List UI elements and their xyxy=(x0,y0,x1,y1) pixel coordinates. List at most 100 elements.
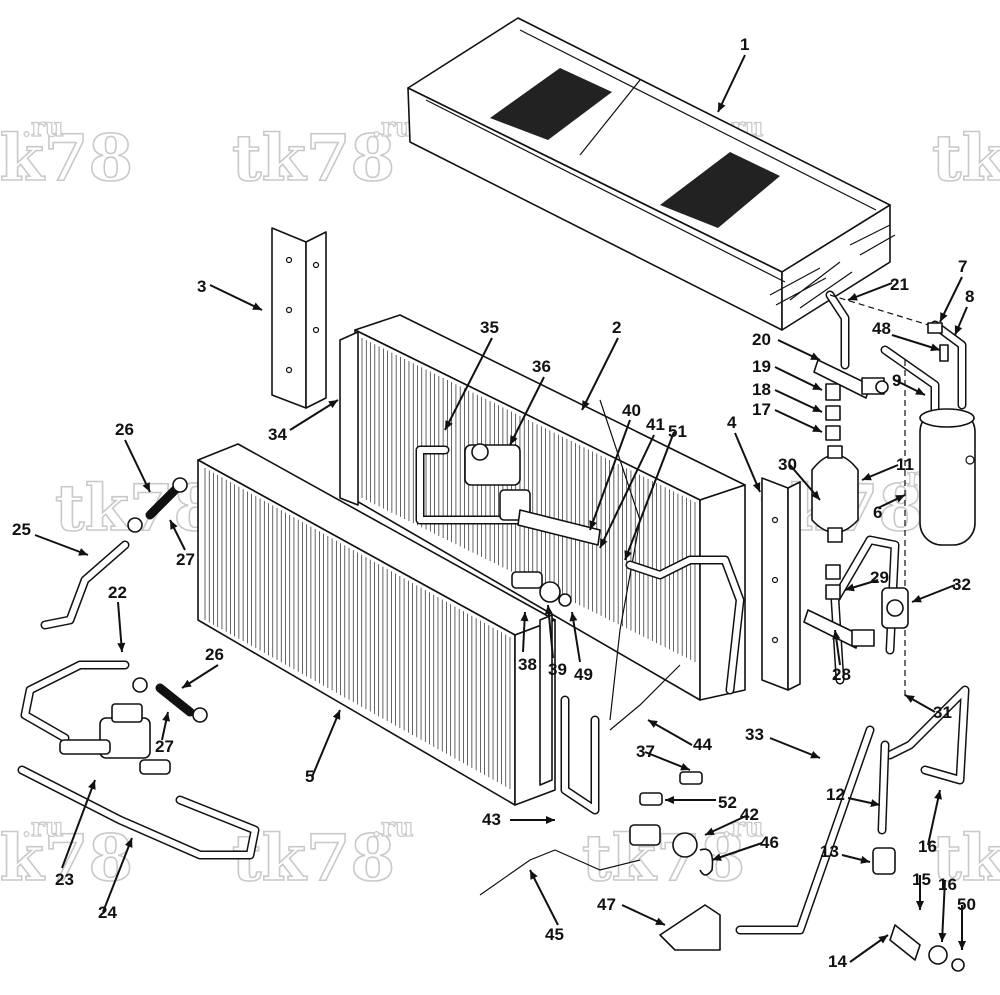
leader-arrowhead xyxy=(88,780,96,790)
part-46-clip xyxy=(699,848,714,876)
grill-left xyxy=(490,68,612,140)
part-17-fitting xyxy=(825,425,841,441)
leader-arrowhead xyxy=(170,520,178,530)
leader-arrowhead xyxy=(812,382,822,390)
leader-arrowhead xyxy=(655,917,665,925)
callout-41: 41 xyxy=(646,415,665,434)
leader-arrowhead xyxy=(445,420,453,430)
callout-47: 47 xyxy=(597,895,616,914)
callout-45: 45 xyxy=(545,925,564,944)
callout-27-upper: 27 xyxy=(176,550,195,569)
leader-arrowhead xyxy=(811,490,820,500)
part-15-elbow xyxy=(889,924,921,961)
leader-arrowhead xyxy=(905,695,915,703)
leader-arrowhead xyxy=(252,302,262,310)
leader-arrowhead xyxy=(665,796,674,804)
watermark-brand: tk78 xyxy=(932,821,1000,896)
leader-arrowhead xyxy=(582,400,590,410)
part-18-fitting xyxy=(825,405,841,421)
callout-48: 48 xyxy=(872,319,891,338)
part-49-oring xyxy=(558,593,572,607)
leader-arrowhead xyxy=(912,594,922,603)
part-32-sight-glass xyxy=(881,587,909,629)
callout-1: 1 xyxy=(740,35,749,54)
leader-arrowhead xyxy=(752,482,761,492)
leader-arrowhead xyxy=(895,495,905,503)
watermark-brand: tk78 xyxy=(232,821,395,896)
leader-line xyxy=(734,432,761,493)
callout-22: 22 xyxy=(108,583,127,602)
part-27-clamp xyxy=(127,517,143,533)
callout-36: 36 xyxy=(532,357,551,376)
callout-2: 2 xyxy=(612,318,621,337)
leader-line xyxy=(529,869,559,926)
leader-arrowhead xyxy=(938,932,947,942)
callout-50: 50 xyxy=(957,895,976,914)
part-38-fitting xyxy=(511,571,543,589)
callout-9: 9 xyxy=(892,371,901,390)
leader-arrowhead xyxy=(848,293,858,301)
callout-6: 6 xyxy=(873,503,882,522)
leader-arrowhead xyxy=(718,102,726,112)
callout-4: 4 xyxy=(727,413,737,432)
part-48-valve xyxy=(939,344,949,362)
leader-arrowhead xyxy=(124,838,133,848)
part-6-receiver xyxy=(919,408,976,546)
leader-line xyxy=(311,709,341,778)
leader-line xyxy=(624,431,675,561)
leader-arrowhead xyxy=(78,548,88,556)
callout-29: 29 xyxy=(870,568,889,587)
part-1-evaporator-housing xyxy=(407,17,896,331)
leader-arrowhead xyxy=(117,642,126,652)
leader-arrowhead xyxy=(624,550,632,560)
callout-35: 35 xyxy=(480,318,499,337)
leader-arrowhead xyxy=(569,612,578,622)
callout-15: 15 xyxy=(912,870,931,889)
part-4-bracket xyxy=(761,477,801,691)
part-16-nut xyxy=(928,945,948,965)
part-13-valve xyxy=(872,847,896,875)
leader-arrowhead xyxy=(845,583,855,592)
callout-43: 43 xyxy=(482,810,501,829)
leader-line xyxy=(599,434,655,549)
leader-arrowhead xyxy=(860,855,870,864)
callout-39: 39 xyxy=(548,660,567,679)
callout-49: 49 xyxy=(574,665,593,684)
part-50-oring xyxy=(951,958,965,972)
callout-46: 46 xyxy=(760,833,779,852)
leader-arrowhead xyxy=(600,538,608,548)
callout-7: 7 xyxy=(958,257,967,276)
leader-arrowhead xyxy=(328,400,338,409)
leader-arrowhead xyxy=(530,870,538,880)
watermarks: tk78 .ru tk78 .ru tk78 .ru tk78 tk78 .ru… xyxy=(0,112,1000,896)
leader-arrowhead xyxy=(810,750,820,759)
callout-51: 51 xyxy=(668,422,687,441)
watermark-brand: tk78 xyxy=(55,471,218,546)
leader-line xyxy=(581,337,619,411)
leader-arrowhead xyxy=(544,605,553,615)
grill-right xyxy=(660,152,780,228)
leader-arrowhead xyxy=(832,630,841,640)
watermark-brand: tk78 xyxy=(0,121,133,196)
callout-38: 38 xyxy=(518,655,537,674)
leader-line xyxy=(717,54,746,113)
callout-30: 30 xyxy=(778,455,797,474)
leader-arrowhead xyxy=(878,935,888,944)
callout-26-lower: 26 xyxy=(205,645,224,664)
leader-arrowhead xyxy=(954,325,963,335)
callout-26-upper: 26 xyxy=(115,420,134,439)
leader-arrowhead xyxy=(182,679,192,688)
leader-arrowhead xyxy=(142,482,150,492)
part-52-fitting xyxy=(639,792,663,806)
watermark-suffix: .ru xyxy=(372,813,414,843)
leader-line xyxy=(34,534,89,556)
callout-labels: 1 2 3 4 5 6 7 8 9 11 12 13 14 15 16 16 1… xyxy=(12,35,976,971)
part-27-clamp xyxy=(172,477,188,493)
leader-line xyxy=(61,779,96,869)
callout-52: 52 xyxy=(718,793,737,812)
callout-21: 21 xyxy=(890,275,909,294)
part-36-valve xyxy=(464,443,601,546)
part-27-clamp xyxy=(132,677,148,693)
callout-27-lower: 27 xyxy=(155,737,174,756)
leader-line xyxy=(589,419,631,531)
